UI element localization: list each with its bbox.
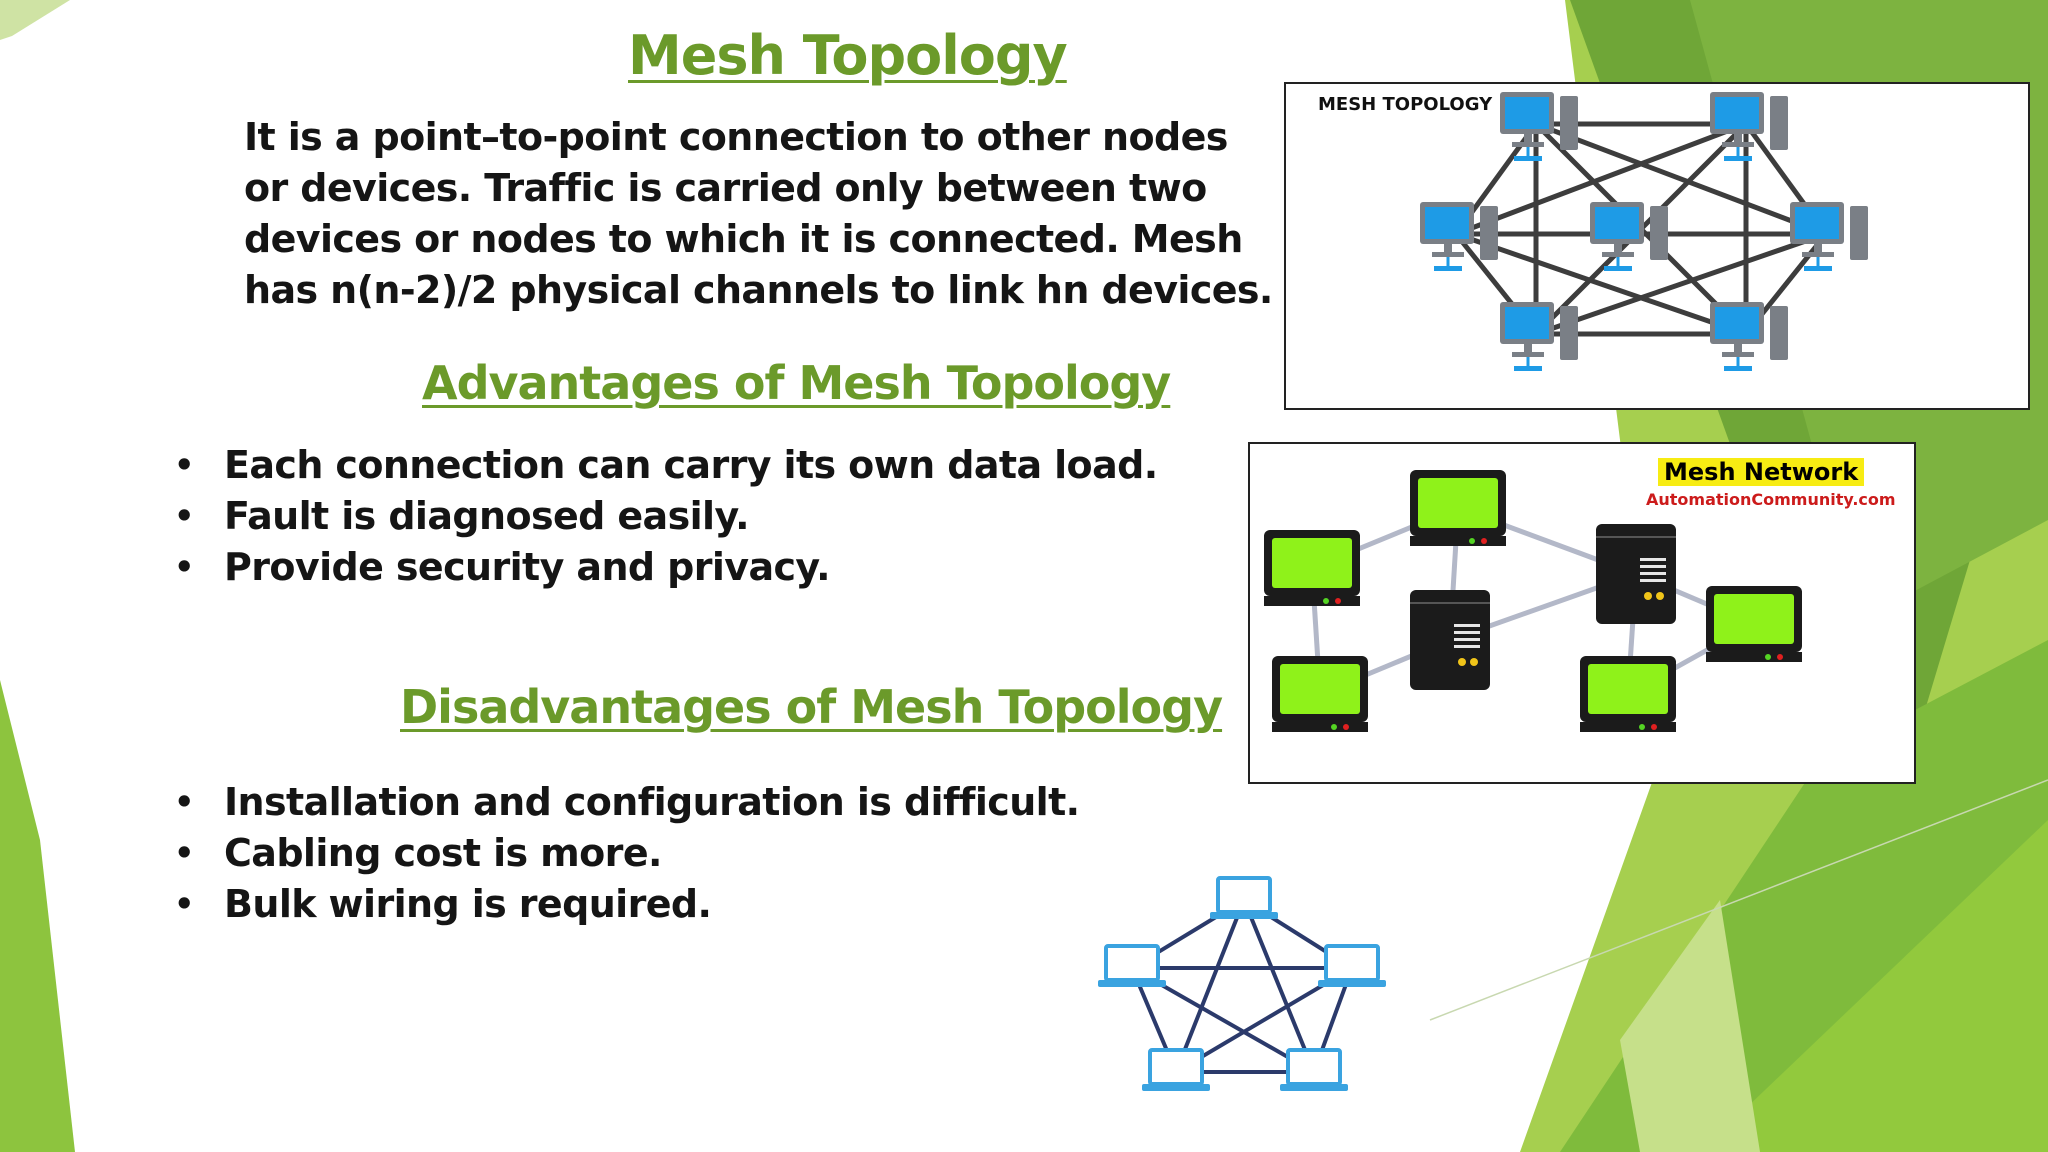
laptop-icon <box>1210 876 1278 919</box>
diagram-label: Mesh Network <box>1658 458 1865 486</box>
desktop-computer-icon <box>1590 202 1668 271</box>
bg-shape <box>0 680 75 1152</box>
desktop-computer-icon <box>1710 92 1788 161</box>
bg-line <box>1429 779 2048 1021</box>
list-item: Provide security and privacy. <box>170 542 1158 593</box>
disadvantages-heading: Disadvantages of Mesh Topology <box>400 680 1223 734</box>
laptop-icon <box>1142 1048 1210 1091</box>
diagram-label: MESH TOPOLOGY <box>1318 94 1493 115</box>
pentagon-mesh-graphic <box>1098 876 1386 1091</box>
desktop-computer-icon <box>1500 302 1578 371</box>
monitor-icon <box>1580 656 1676 732</box>
bg-shape <box>1700 820 2048 1152</box>
advantages-list: Each connection can carry its own data l… <box>170 440 1158 593</box>
mesh-network-graphic <box>1264 470 1802 732</box>
mesh-network-diagram: Mesh Network AutomationCommunity.com <box>1248 442 1916 784</box>
list-item: Cabling cost is more. <box>170 828 1079 879</box>
bg-shape <box>0 0 70 40</box>
desktop-computer-icon <box>1790 202 1868 271</box>
desktop-computer-icon <box>1710 302 1788 371</box>
monitor-icon <box>1706 586 1802 662</box>
slide-title: Mesh Topology <box>628 24 1068 87</box>
mesh-topology-diagram: MESH TOPOLOGY <box>1284 82 2030 410</box>
description-text: It is a point–to-point connection to oth… <box>244 115 1273 312</box>
pentagon-mesh-diagram <box>1090 866 1390 1106</box>
mesh-diagram-graphic <box>1420 92 1868 371</box>
server-icon <box>1596 524 1676 624</box>
advantages-heading: Advantages of Mesh Topology <box>422 356 1171 410</box>
laptop-icon <box>1318 944 1386 987</box>
laptop-icon <box>1098 944 1166 987</box>
list-item: Installation and configuration is diffic… <box>170 777 1080 828</box>
disadvantages-list: Installation and configuration is diffic… <box>170 777 1080 930</box>
monitor-icon <box>1410 470 1506 546</box>
server-icon <box>1410 590 1490 690</box>
monitor-icon <box>1264 530 1360 606</box>
bg-shape <box>1620 900 1760 1152</box>
monitor-icon <box>1272 656 1368 732</box>
laptop-icon <box>1280 1048 1348 1091</box>
desktop-computer-icon <box>1500 92 1578 161</box>
list-item: Fault is diagnosed easily. <box>170 491 1158 542</box>
list-item: Each connection can carry its own data l… <box>170 440 1158 491</box>
desktop-computer-icon <box>1420 202 1498 271</box>
diagram-source-label: AutomationCommunity.com <box>1646 490 1896 509</box>
list-item: Bulk wiring is required. <box>170 879 1079 930</box>
